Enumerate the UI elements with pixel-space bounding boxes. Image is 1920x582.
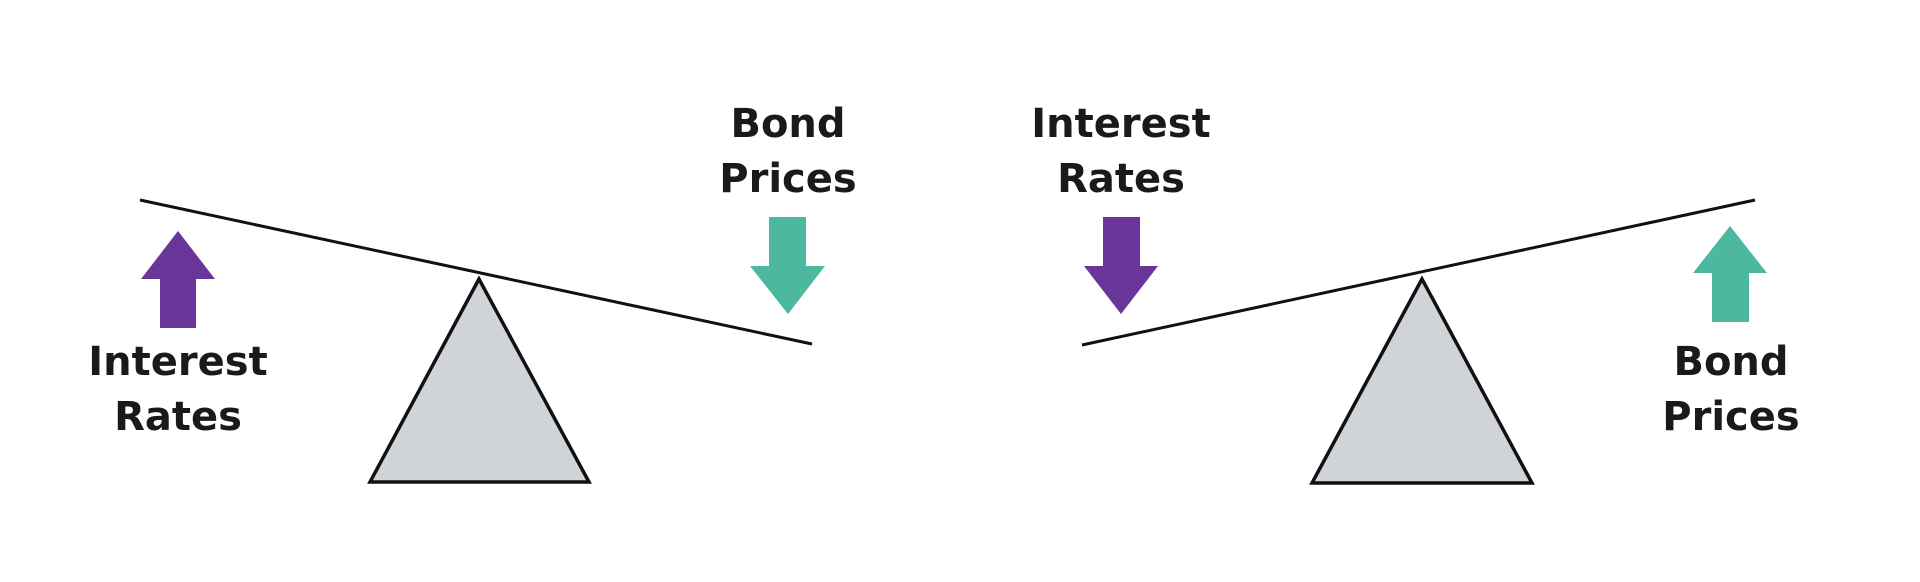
right-interest-rates-label: Interest Rates [1001, 97, 1241, 207]
left-fulcrum [367, 275, 592, 484]
left-interest-rates-line1: Interest [88, 339, 268, 385]
right-bond-prices-label: Bond Prices [1611, 335, 1851, 445]
left-interest-rates-label: Interest Rates [58, 335, 298, 445]
right-interest-rates-line2: Rates [1057, 156, 1185, 202]
left-bond-prices-label: Bond Prices [668, 97, 908, 207]
right-bond-prices-line1: Bond [1673, 339, 1789, 385]
right-fulcrum [1309, 275, 1535, 485]
left-bond-prices-down-arrow [750, 217, 825, 314]
left-bond-prices-line1: Bond [730, 101, 846, 147]
left-interest-rates-line2: Rates [114, 394, 242, 440]
right-bond-prices-line2: Prices [1662, 394, 1800, 440]
right-bond-prices-up-arrow [1693, 226, 1767, 322]
right-seesaw-beam [1081, 198, 1756, 347]
right-interest-rates-down-arrow [1084, 217, 1158, 314]
left-bond-prices-line2: Prices [719, 156, 857, 202]
right-interest-rates-line1: Interest [1031, 101, 1211, 147]
left-interest-rates-up-arrow [141, 231, 215, 328]
left-seesaw-beam [139, 198, 813, 346]
